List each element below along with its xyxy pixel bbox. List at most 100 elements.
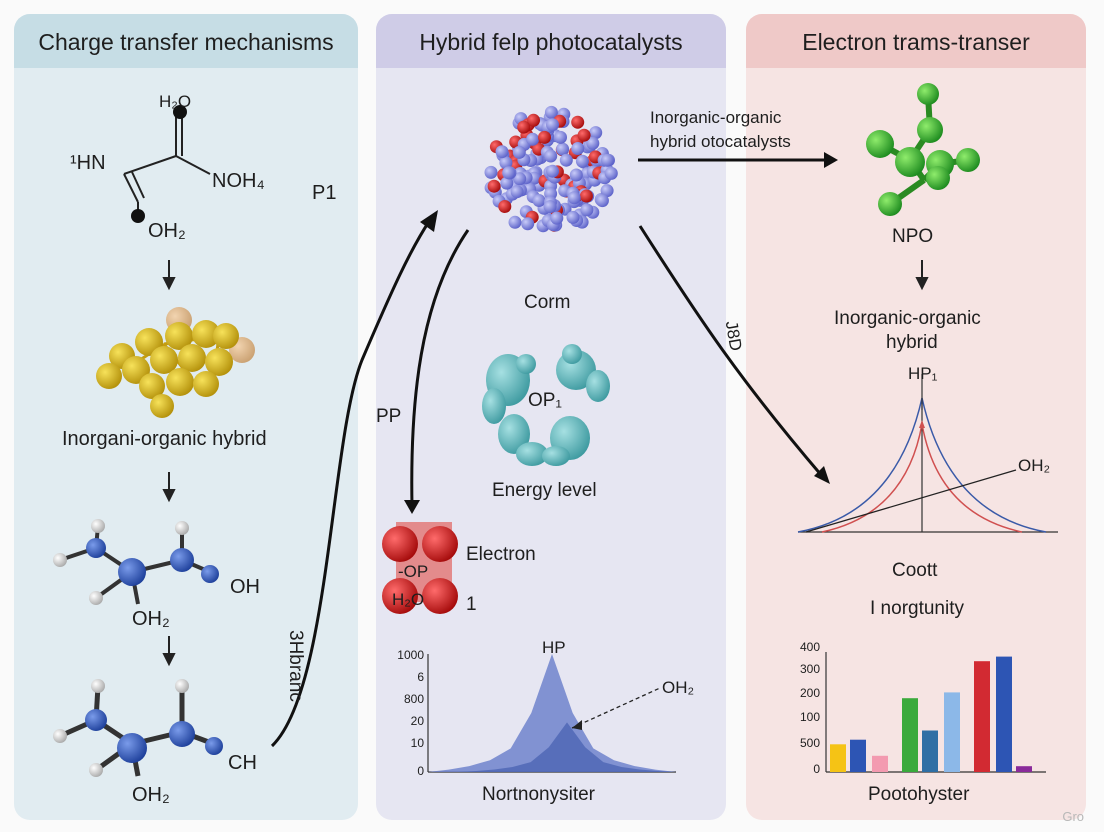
panel-title-charge-transfer: Charge transfer mechanisms xyxy=(14,14,358,68)
label-coott: Coott xyxy=(892,560,938,581)
bar-chart-xlabel: Pootohyster xyxy=(868,784,970,805)
label-hn: ¹HN xyxy=(70,152,106,174)
sphere-atom xyxy=(484,165,498,179)
watermark: Gro xyxy=(1062,809,1084,824)
nanoparticle-sphere xyxy=(484,105,618,233)
bar xyxy=(974,661,990,772)
sphere-atom xyxy=(554,130,567,144)
label-npo: NPO xyxy=(892,226,934,247)
sphere-atom xyxy=(569,168,583,182)
area-series-2 xyxy=(458,722,676,772)
label-oh2-mol2: OH₂ xyxy=(132,608,170,630)
label-oh-mol2: OH xyxy=(230,576,260,598)
bar xyxy=(1016,766,1032,772)
sphere-atom xyxy=(498,200,512,213)
panel-electron-transfer: Electron trams-transer xyxy=(746,14,1086,820)
sphere-atom xyxy=(579,189,593,203)
green-molecule xyxy=(866,83,980,216)
bar xyxy=(922,730,938,772)
sphere-atom xyxy=(556,142,570,156)
label-electron: Electron xyxy=(466,544,536,565)
bar-chart xyxy=(825,652,1046,773)
sphere-atom xyxy=(571,115,585,129)
sphere-atom xyxy=(512,145,526,159)
bar-y-tick: 400 xyxy=(799,640,820,654)
label-oh2-area: OH₂ xyxy=(662,678,695,697)
mid-graphics-svg xyxy=(382,105,676,773)
sphere-atom xyxy=(600,184,614,198)
bar xyxy=(944,692,960,772)
label-hybrid-line1-right: Inorganic-organic xyxy=(834,308,981,329)
label-op1: OP₁ xyxy=(528,390,562,411)
label-pp: PP xyxy=(376,406,402,427)
panel-title-electron: Electron trams-transer xyxy=(746,14,1086,68)
bar-y-tick: 300 xyxy=(799,662,820,676)
left-molecules-svg xyxy=(53,105,255,777)
label-corm: Corm xyxy=(524,292,571,313)
label-ch-mol3: CH xyxy=(228,752,257,774)
teal-molecular-blobs xyxy=(482,344,610,466)
sphere-atom xyxy=(589,126,603,140)
area-y-tick: 10 xyxy=(410,736,424,750)
label-oh2-mol3: OH₂ xyxy=(132,784,170,806)
sphere-atom xyxy=(495,145,509,159)
arrow-label-line1: Inorganic-organic xyxy=(650,108,782,127)
label-inorganic-hybrid-left: Inorgani-organic hybrid xyxy=(62,428,267,450)
sphere-atom xyxy=(595,194,609,208)
bar-y-tick: 500 xyxy=(799,736,820,750)
label-energy-level: Energy level xyxy=(492,480,597,501)
panel-charge-transfer: Charge transfer mechanisms xyxy=(14,14,358,820)
arrow-label-diag: J8D xyxy=(721,319,746,353)
ball-stick-molecule-3 xyxy=(53,679,223,777)
sphere-atom xyxy=(487,179,501,193)
bar-y-tick: 200 xyxy=(799,686,820,700)
label-hybrid-line2-right: hybrid xyxy=(886,332,938,353)
panel-hybrid-photocatalysts: Hybrid felp photocatalysts xyxy=(376,14,726,820)
area-y-tick: 1000 xyxy=(397,648,424,662)
panel-title-hybrid: Hybrid felp photocatalysts xyxy=(376,14,726,68)
bar xyxy=(996,656,1012,772)
sphere-atom xyxy=(586,136,600,150)
sphere-atom xyxy=(604,166,618,180)
label-noh4: NOH₄ xyxy=(212,170,265,192)
bar xyxy=(850,739,866,772)
sphere-atom xyxy=(527,113,540,127)
sphere-atom xyxy=(510,185,524,199)
sphere-atom xyxy=(544,149,558,163)
sphere-atom xyxy=(580,203,594,217)
sphere-atom xyxy=(575,154,589,168)
label-block-number: 1 xyxy=(466,594,477,615)
sphere-atom xyxy=(577,128,591,142)
label-hp1: HP₁ xyxy=(908,364,938,383)
sphere-atom xyxy=(543,200,557,214)
sphere-atom xyxy=(546,164,559,178)
area-y-tick: 6 xyxy=(417,670,424,684)
bar xyxy=(830,744,846,772)
sphere-atom xyxy=(517,120,531,134)
dashed-pointer xyxy=(571,687,661,729)
bar-y-tick: 100 xyxy=(799,710,820,724)
peak-diagram xyxy=(797,374,1058,533)
bar xyxy=(902,698,918,772)
sphere-atom xyxy=(567,191,581,205)
sphere-atom xyxy=(532,194,546,207)
arrows-down-left xyxy=(162,260,176,667)
label-block-op: -OP xyxy=(398,562,429,581)
bar xyxy=(872,755,888,772)
bar-y-tick: 0 xyxy=(813,762,820,776)
sphere-atom xyxy=(499,156,513,170)
sphere-atom xyxy=(521,217,535,231)
area-chart xyxy=(427,654,676,773)
label-hp-peak: HP xyxy=(542,638,566,657)
label-p1: P1 xyxy=(312,182,337,204)
area-y-tick: 20 xyxy=(410,714,424,728)
sphere-atom xyxy=(538,130,551,144)
sphere-atom xyxy=(559,153,573,167)
gold-cluster xyxy=(96,307,255,418)
right-graphics-svg xyxy=(797,83,1058,773)
sphere-atom xyxy=(566,210,580,224)
sphere-atom xyxy=(571,142,585,155)
area-chart-xlabel: Nortnonysiter xyxy=(482,784,595,805)
sphere-atom xyxy=(526,132,540,146)
arrow-down-right xyxy=(915,260,929,291)
